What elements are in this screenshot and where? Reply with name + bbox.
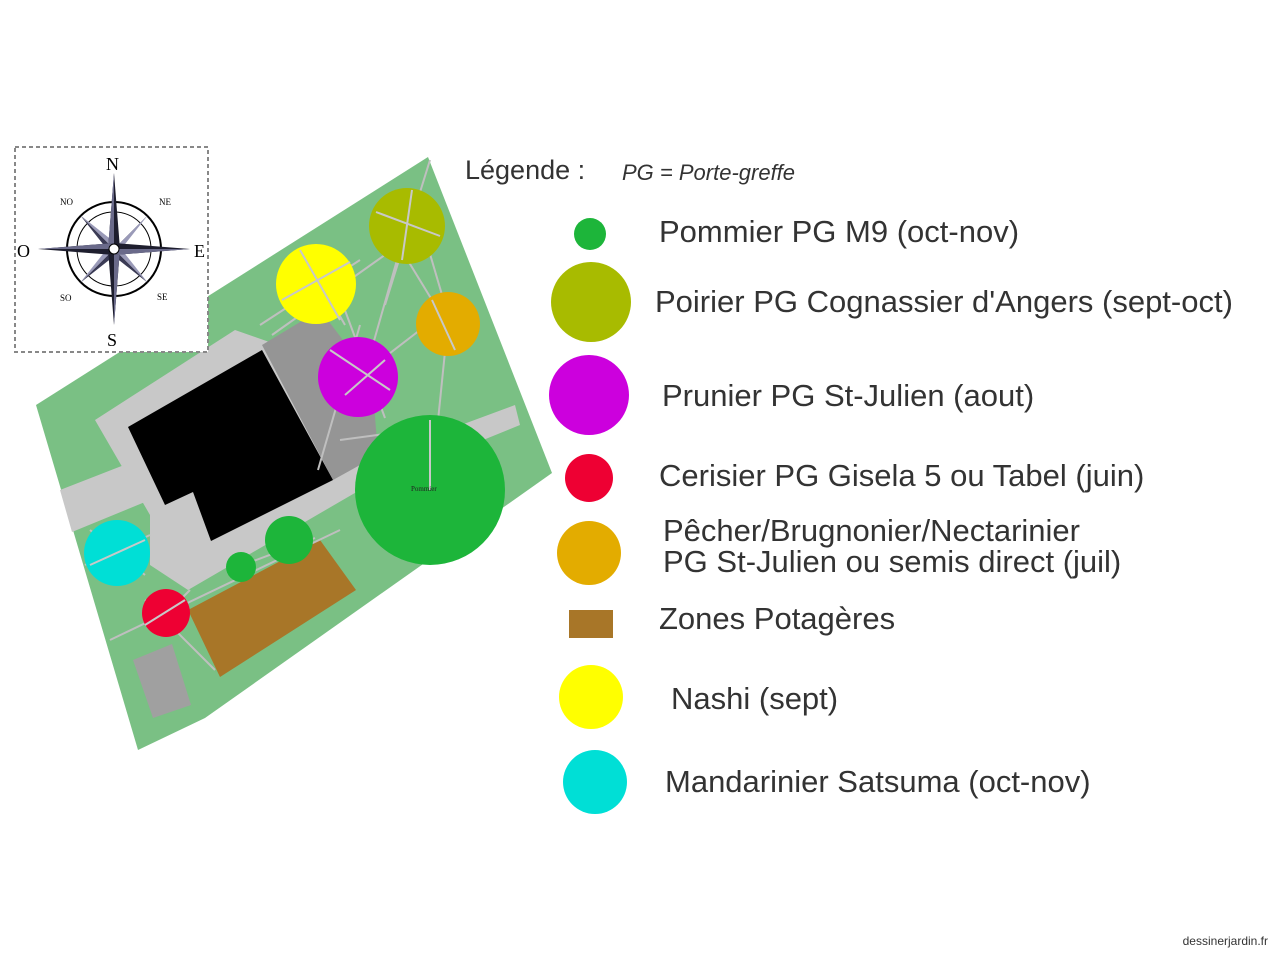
tree-nashi (276, 244, 356, 324)
legend-label-prunier: Prunier PG St-Julien (aout) (662, 378, 1035, 413)
legend-swatch-cerisier (565, 454, 613, 502)
tree-pommier-small-1 (265, 516, 313, 564)
legend-label-pommier: Pommier PG M9 (oct-nov) (659, 214, 1020, 249)
legend-label-potager: Zones Potagères (659, 601, 896, 636)
compass-se: SE (157, 292, 168, 302)
driveway (60, 455, 162, 532)
pommier-tree-label: Pommier (411, 485, 437, 493)
compass-sw: SO (60, 293, 72, 303)
compass-ne: NE (159, 197, 171, 207)
legend-label-pecher-line2: PG St-Julien ou semis direct (juil) (663, 544, 1122, 579)
tree-prunier (318, 337, 398, 417)
legend-label-poirier: Poirier PG Cognassier d'Angers (sept-oct… (655, 284, 1233, 319)
legend-swatch-prunier (549, 355, 629, 435)
legend-swatch-potager (569, 610, 613, 638)
vegetable-zone (188, 540, 356, 677)
legend-swatch-nashi (559, 665, 623, 729)
legend-swatch-pommier (574, 218, 606, 250)
site-credit: dessinerjardin.fr (1182, 934, 1268, 948)
legend-swatch-pecher (557, 521, 621, 585)
legend-label-pecher-line1: Pêcher/Brugnonier/Nectarinier (663, 513, 1080, 548)
compass-east: E (194, 241, 205, 261)
legend-swatch-poirier (551, 262, 631, 342)
legend-swatch-mandarinier (563, 750, 627, 814)
irrigation-overlay (89, 189, 456, 626)
house (128, 350, 333, 541)
compass-south: S (107, 330, 117, 350)
legend-label-nashi: Nashi (sept) (671, 681, 839, 716)
compass-nw: NO (60, 197, 73, 207)
legend-label-cerisier: Cerisier PG Gisela 5 ou Tabel (juin) (659, 458, 1145, 493)
compass-west: O (17, 241, 30, 261)
legend-title: Légende : (465, 155, 586, 185)
legend-label-pecher: Pêcher/Brugnonier/Nectarinier PG St-Juli… (663, 515, 1121, 577)
tree-pecher (416, 292, 480, 356)
legend-label-mandarinier: Mandarinier Satsuma (oct-nov) (665, 764, 1091, 799)
tree-pommier-small-2 (226, 552, 256, 582)
compass-rose-icon (38, 173, 190, 325)
garden-shed (133, 644, 191, 718)
legend-note: PG = Porte-greffe (622, 160, 796, 185)
compass-north: N (106, 154, 119, 174)
